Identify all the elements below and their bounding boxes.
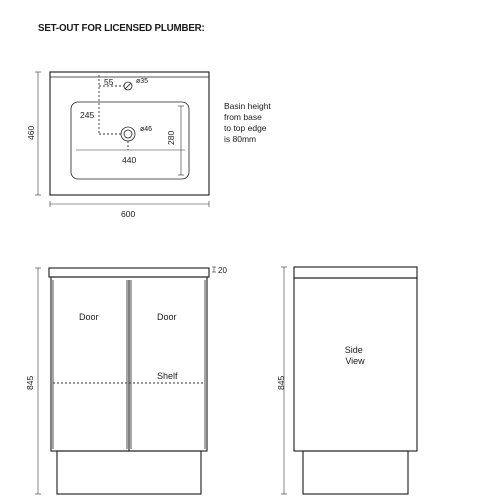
dim-label-280: 280: [166, 131, 176, 145]
side-basin-top: [293, 266, 418, 279]
door-right-label: Door: [157, 312, 177, 322]
side-view-label-line: Side: [345, 345, 363, 355]
dim-label-460: 460: [26, 126, 36, 140]
front-plinth: [56, 450, 202, 495]
dim-label-845-side: 845: [276, 376, 286, 390]
waste-hole-icon: [120, 126, 136, 142]
vanity-top-outline: [49, 71, 210, 196]
side-view-label-line: View: [345, 356, 365, 366]
note-line: Basin height: [224, 101, 271, 111]
front-elevation: 20 845 Door Door Shelf: [25, 266, 227, 495]
waste-hole-label: ø46: [140, 126, 152, 133]
shelf-label: Shelf: [157, 371, 178, 381]
dim-label-55: 55: [104, 77, 114, 87]
dim-label-245: 245: [80, 110, 94, 120]
tap-hole-icon: [124, 82, 132, 90]
basin-bowl-outline: [70, 101, 190, 180]
page-title: SET-OUT FOR LICENSED PLUMBER:: [38, 22, 205, 34]
dim-label-440: 440: [122, 155, 136, 165]
dim-label-600: 600: [121, 209, 135, 219]
plan-view: 55 ø35 245 ø46 280 440 460 600 Basin hei…: [26, 71, 273, 219]
note-line: is 80mm: [224, 134, 256, 144]
tap-hole-label: ø35: [136, 78, 148, 85]
basin-height-note: Basin height from base to top edge is 80…: [224, 101, 273, 144]
side-elevation: 845 Side View: [276, 266, 418, 495]
side-plinth: [302, 450, 409, 495]
note-line: to top edge: [224, 123, 267, 133]
dim-label-20: 20: [218, 266, 227, 275]
note-line: from base: [224, 112, 262, 122]
side-view-label: Side View: [345, 345, 366, 366]
front-basin-top: [48, 267, 210, 278]
waste-hole-inner-icon: [123, 129, 133, 139]
door-left-label: Door: [79, 312, 99, 322]
dim-label-845-front: 845: [25, 376, 35, 390]
